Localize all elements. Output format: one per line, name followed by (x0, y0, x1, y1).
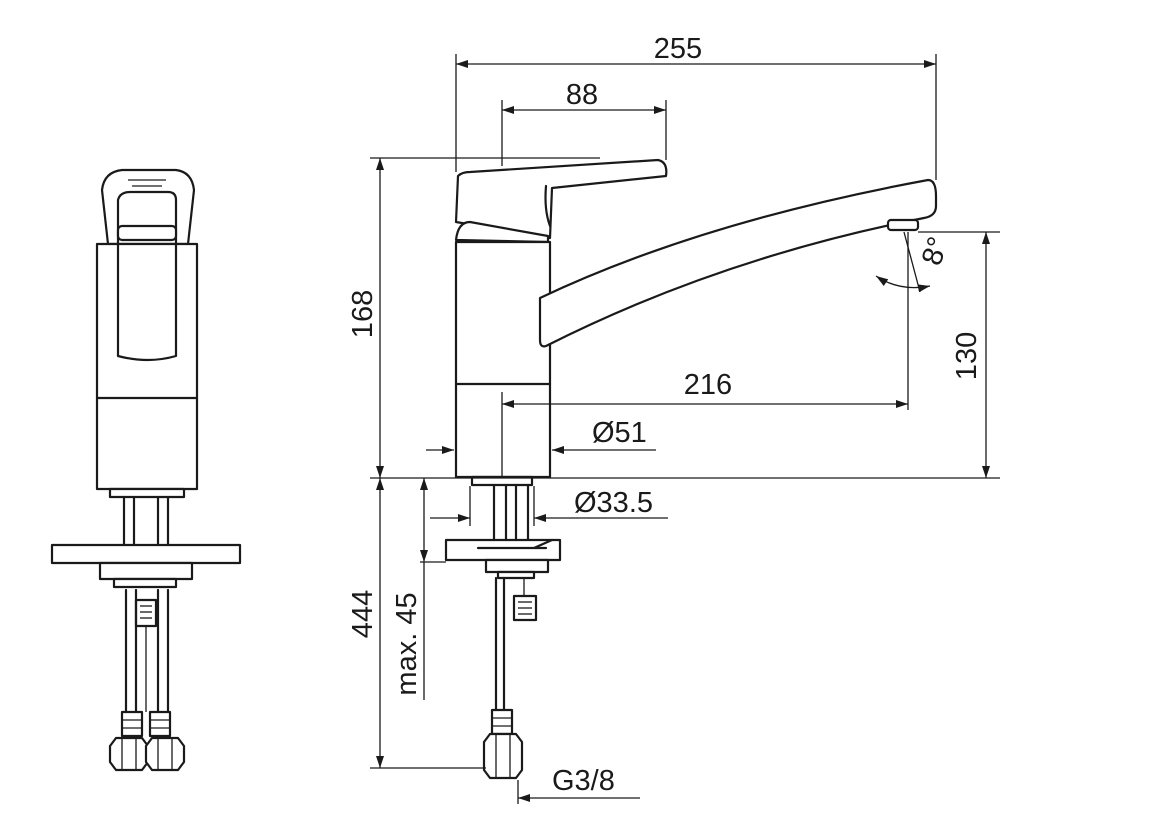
label-connection-thread: G3/8 (552, 765, 615, 797)
label-total-height: 168 (347, 290, 379, 338)
label-overall-width: 255 (654, 33, 702, 65)
label-spout-reach: 216 (684, 369, 732, 401)
side-view (444, 158, 938, 780)
label-body-diameter: Ø51 (592, 417, 647, 449)
label-shank-diameter: Ø33.5 (574, 487, 653, 519)
label-lever-length: 88 (566, 79, 598, 111)
front-view (50, 168, 242, 772)
label-spout-angle: 8° (916, 233, 955, 269)
dimension-lines (370, 54, 1000, 804)
dimension-labels: 255 88 168 130 216 Ø51 Ø33.5 444 max. 45… (347, 33, 983, 797)
label-max-deck-thickness: max. 45 (391, 592, 423, 695)
label-spout-height: 130 (951, 332, 983, 380)
label-shank-length: 444 (347, 590, 379, 638)
